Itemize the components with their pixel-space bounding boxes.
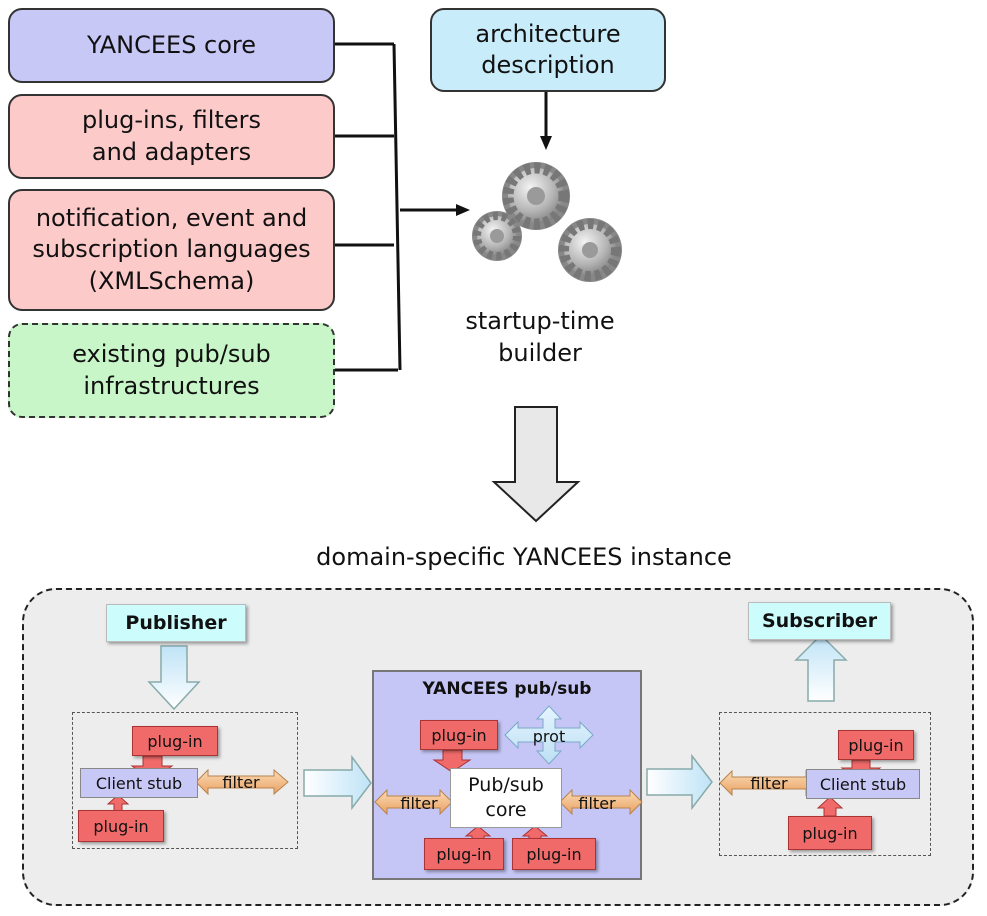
flow-arrow-right	[646, 753, 713, 811]
arrow-from-arch-head	[540, 136, 552, 150]
prot-arrow	[504, 705, 594, 765]
right-plugin-top: plug-in	[838, 730, 914, 760]
languages-box: notification, event and subscription lan…	[8, 189, 335, 311]
publisher-down-arrow	[147, 645, 201, 711]
connector-bus	[392, 43, 402, 371]
flow-arrow-left	[303, 754, 372, 811]
pubsub-core: Pub/sub core	[450, 768, 562, 828]
subscriber-label: Subscriber	[748, 602, 891, 640]
right-client-stub: Client stub	[806, 769, 920, 799]
plugin-arrow-center-top	[432, 749, 472, 773]
prot-label: prot	[532, 726, 566, 746]
left-client-stub: Client stub	[80, 768, 198, 798]
publisher-client-group	[72, 712, 298, 849]
yancees-core-box: YANCEES core	[8, 8, 335, 83]
architecture-description-box: architecture description	[430, 8, 666, 92]
subscriber-client-group	[719, 712, 931, 856]
center-filter-right-label: filter	[578, 793, 616, 813]
right-filter-label: filter	[750, 773, 788, 793]
center-plugin-bottom-left: plug-in	[424, 838, 504, 870]
filter-arrow-center-right	[559, 788, 643, 816]
center-plugin-top: plug-in	[420, 720, 498, 750]
left-plugin-top: plug-in	[132, 726, 218, 756]
arrow-to-builder-head	[456, 204, 470, 216]
pubsub-title: YANCEES pub/sub	[422, 679, 592, 699]
startup-time-builder-label: startup-time builder	[465, 307, 615, 368]
big-down-arrow	[491, 406, 581, 523]
center-plugin-bottom-right: plug-in	[512, 838, 596, 870]
left-filter-label: filter	[222, 772, 260, 792]
plugin-arrow-right-bottom	[816, 796, 844, 817]
right-plugin-bottom: plug-in	[788, 816, 872, 850]
filter-arrow-left	[195, 768, 289, 796]
left-plugin-bottom: plug-in	[78, 810, 164, 842]
center-filter-left-label: filter	[400, 793, 438, 813]
instance-title: domain-specific YANCEES instance	[316, 543, 732, 571]
subscriber-up-arrow	[794, 633, 848, 702]
publisher-label: Publisher	[106, 604, 246, 642]
gears-icon	[472, 162, 622, 282]
pubsub-infrastructures-box: existing pub/sub infrastructures	[8, 323, 335, 418]
plugins-filters-adapters-box: plug-ins, filters and adapters	[8, 94, 335, 179]
